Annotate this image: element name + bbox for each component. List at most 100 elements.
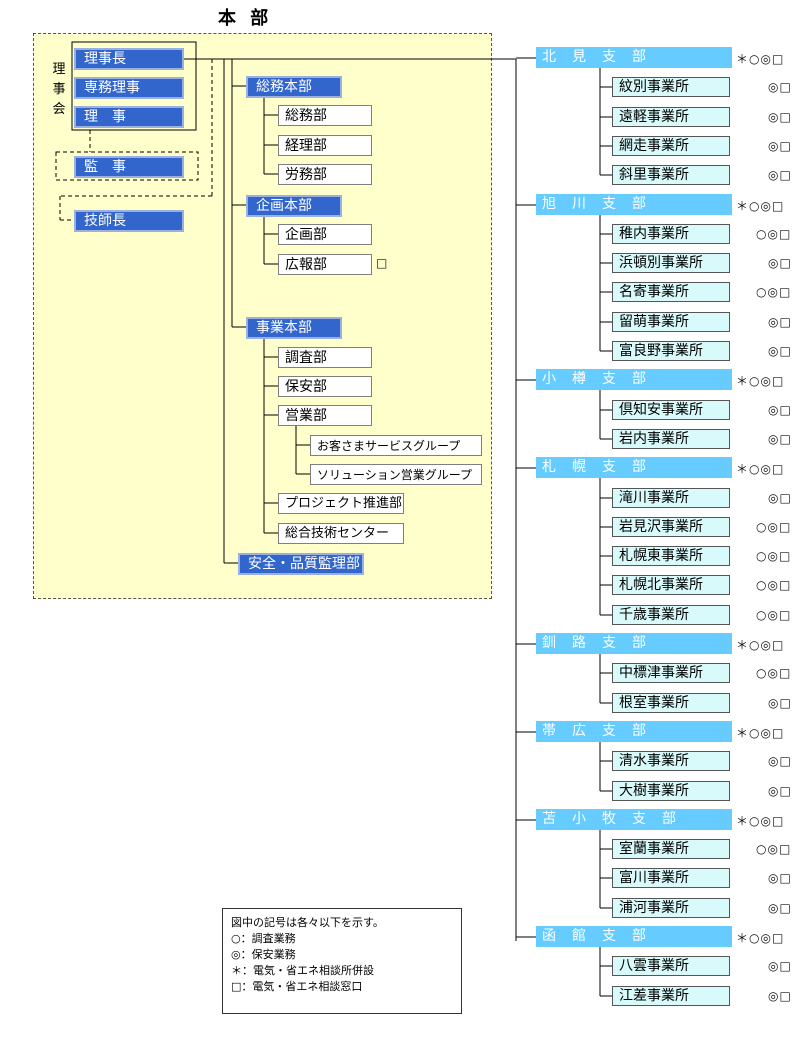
branch-header[interactable]: 旭 川 支 部 (536, 194, 732, 215)
dept-general-affairs[interactable]: 総務部 (278, 105, 372, 126)
legend: 図中の記号は各々以下を示す。 ○：調査業務 ◎：保安業務 ＊：電気・省エネ相談所… (222, 908, 462, 1014)
office-service-marks: ◎□ (768, 344, 792, 358)
dept-survey[interactable]: 調査部 (278, 347, 372, 368)
office-box[interactable]: 遠軽事業所 (612, 107, 730, 127)
office-box[interactable]: 八雲事業所 (612, 956, 730, 976)
branch-header[interactable]: 苫 小 牧 支 部 (536, 809, 732, 830)
office-service-marks: ◎□ (768, 110, 792, 124)
office-box[interactable]: 富川事業所 (612, 868, 730, 888)
office-service-marks: ◎□ (768, 315, 792, 329)
office-box[interactable]: 大樹事業所 (612, 781, 730, 801)
board-label-char: 会 (52, 102, 66, 117)
branch-service-marks: ＊○◎□ (736, 814, 785, 828)
office-box[interactable]: 札幌北事業所 (612, 575, 730, 595)
branch-service-marks: ＊○◎□ (736, 638, 785, 652)
office-service-marks: ○◎□ (756, 520, 792, 534)
legend-item: □：電気・省エネ相談窓口 (231, 980, 363, 993)
dept-public-relations[interactable]: 広報部 (278, 254, 372, 275)
branch-header[interactable]: 北 見 支 部 (536, 47, 732, 68)
office-service-marks: ○◎□ (756, 842, 792, 856)
dept-technical-center[interactable]: 総合技術センター (278, 523, 404, 544)
page-title: 本 部 (218, 8, 273, 29)
office-service-marks: ◎□ (768, 696, 792, 710)
legend-item: ○：調査業務 (231, 932, 296, 945)
dept-safety[interactable]: 保安部 (278, 376, 372, 397)
office-service-marks: ○◎□ (756, 227, 792, 241)
dept-planning[interactable]: 企画部 (278, 224, 372, 245)
director-box[interactable]: 理 事 (74, 106, 184, 128)
chairman-box[interactable]: 理事長 (74, 48, 184, 70)
general-affairs-division[interactable]: 総務本部 (246, 76, 342, 98)
group-solution-sales[interactable]: ソリューション営業グループ (310, 464, 482, 485)
office-box[interactable]: 江差事業所 (612, 986, 730, 1006)
office-service-marks: ○◎□ (756, 285, 792, 299)
office-box[interactable]: 岩内事業所 (612, 429, 730, 449)
office-service-marks: ◎□ (768, 139, 792, 153)
board-label-char: 理 (52, 62, 66, 77)
branch-service-marks: ＊○◎□ (736, 931, 785, 945)
office-service-marks: ◎□ (768, 256, 792, 270)
office-box[interactable]: 浜頓別事業所 (612, 253, 730, 273)
executive-director-box[interactable]: 専務理事 (74, 77, 184, 99)
legend-heading: 図中の記号は各々以下を示す。 (231, 916, 384, 929)
office-service-marks: ◎□ (768, 871, 792, 885)
office-service-marks: ○◎□ (756, 666, 792, 680)
office-box[interactable]: 清水事業所 (612, 751, 730, 771)
office-service-marks: ○◎□ (756, 608, 792, 622)
office-service-marks: ◎□ (768, 403, 792, 417)
branch-header[interactable]: 函 館 支 部 (536, 926, 732, 947)
office-box[interactable]: 札幌東事業所 (612, 546, 730, 566)
office-box[interactable]: 名寄事業所 (612, 282, 730, 302)
branch-header[interactable]: 帯 広 支 部 (536, 721, 732, 742)
planning-division[interactable]: 企画本部 (246, 195, 342, 217)
branch-service-marks: ＊○◎□ (736, 462, 785, 476)
board-label: 理 事 会 (52, 60, 66, 120)
office-box[interactable]: 紋別事業所 (612, 77, 730, 97)
office-service-marks: ◎□ (768, 959, 792, 973)
chief-engineer-box[interactable]: 技師長 (74, 210, 184, 232)
safety-quality-audit-dept[interactable]: 安全・品質監理部 (238, 553, 364, 575)
auditor-box[interactable]: 監 事 (74, 156, 184, 178)
dept-project-promotion[interactable]: プロジェクト推進部 (278, 493, 404, 514)
dept-labor[interactable]: 労務部 (278, 164, 372, 185)
dept-accounting[interactable]: 経理部 (278, 135, 372, 156)
office-service-marks: ◎□ (768, 432, 792, 446)
office-service-marks: ◎□ (768, 989, 792, 1003)
office-box[interactable]: 網走事業所 (612, 136, 730, 156)
office-service-marks: ◎□ (768, 901, 792, 915)
branch-service-marks: ＊○◎□ (736, 726, 785, 740)
office-box[interactable]: 滝川事業所 (612, 488, 730, 508)
office-box[interactable]: 斜里事業所 (612, 165, 730, 185)
branch-service-marks: ＊○◎□ (736, 52, 785, 66)
branch-header[interactable]: 釧 路 支 部 (536, 633, 732, 654)
office-box[interactable]: 中標津事業所 (612, 663, 730, 683)
office-box[interactable]: 稚内事業所 (612, 224, 730, 244)
legend-item: ＊：電気・省エネ相談所併設 (231, 964, 374, 977)
office-box[interactable]: 留萌事業所 (612, 312, 730, 332)
pr-consult-mark: □ (376, 256, 389, 270)
office-box[interactable]: 倶知安事業所 (612, 400, 730, 420)
office-box[interactable]: 浦河事業所 (612, 898, 730, 918)
office-service-marks: ○◎□ (756, 549, 792, 563)
board-label-char: 事 (52, 82, 66, 97)
office-service-marks: ◎□ (768, 491, 792, 505)
branch-service-marks: ＊○◎□ (736, 374, 785, 388)
branch-header[interactable]: 札 幌 支 部 (536, 457, 732, 478)
office-service-marks: ◎□ (768, 80, 792, 94)
office-box[interactable]: 室蘭事業所 (612, 839, 730, 859)
group-customer-service[interactable]: お客さまサービスグループ (310, 435, 482, 456)
office-box[interactable]: 岩見沢事業所 (612, 517, 730, 537)
office-service-marks: ○◎□ (756, 578, 792, 592)
office-box[interactable]: 千歳事業所 (612, 605, 730, 625)
business-division[interactable]: 事業本部 (246, 317, 342, 339)
branch-service-marks: ＊○◎□ (736, 199, 785, 213)
branch-header[interactable]: 小 樽 支 部 (536, 369, 732, 390)
office-box[interactable]: 根室事業所 (612, 693, 730, 713)
office-service-marks: ◎□ (768, 168, 792, 182)
office-box[interactable]: 富良野事業所 (612, 341, 730, 361)
office-service-marks: ◎□ (768, 784, 792, 798)
dept-sales[interactable]: 営業部 (278, 405, 372, 426)
office-service-marks: ◎□ (768, 754, 792, 768)
legend-item: ◎：保安業務 (231, 948, 296, 961)
